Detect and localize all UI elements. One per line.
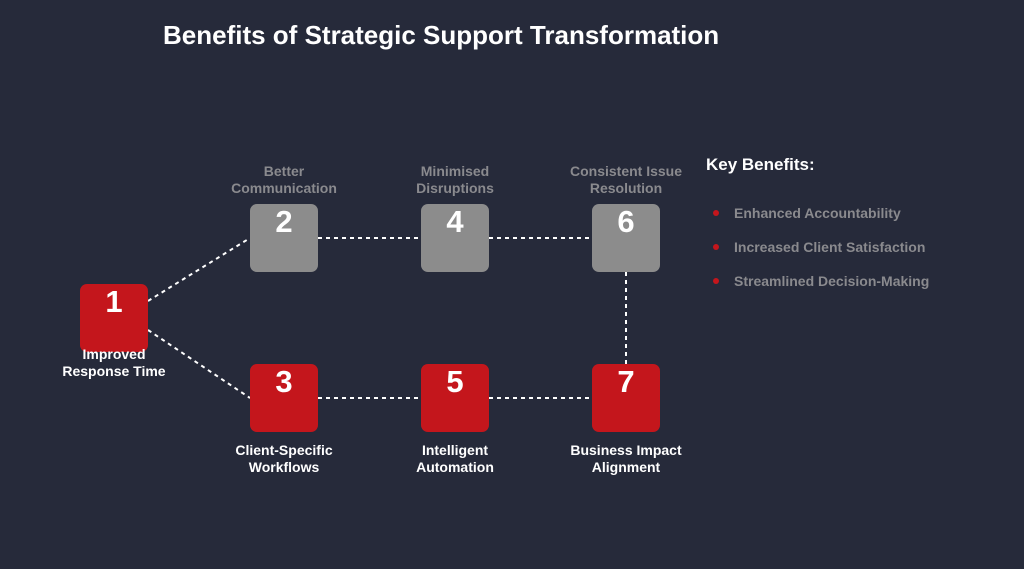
step-6-label: Consistent Issue Resolution xyxy=(541,163,711,197)
key-benefit-item: Enhanced Accountability xyxy=(713,196,929,230)
step-3-label: Client-Specific Workflows xyxy=(199,442,369,476)
key-benefits-title: Key Benefits: xyxy=(706,155,815,174)
key-benefit-item: Streamlined Decision-Making xyxy=(713,264,929,298)
step-6-number: 6 xyxy=(617,204,635,239)
step-6-label-line-2: Resolution xyxy=(589,180,663,196)
step-1-label: Improved Response Time xyxy=(29,346,199,380)
step-3-box: 3 xyxy=(250,364,318,432)
bullet-dot-icon xyxy=(713,278,719,284)
step-7-number: 7 xyxy=(617,364,635,399)
step-3-number: 3 xyxy=(275,364,293,399)
bullet-dot-icon xyxy=(713,210,719,216)
bullet-dot-icon xyxy=(713,244,719,250)
step-5-box: 5 xyxy=(421,364,489,432)
step-5-label-line-2: Automation xyxy=(416,459,494,475)
key-benefit-text: Increased Client Satisfaction xyxy=(734,239,926,255)
step-7-label-line-1: Business Impact xyxy=(570,442,682,458)
page-title: Benefits of Strategic Support Transforma… xyxy=(163,20,720,50)
step-4-label-line-2: Disruptions xyxy=(416,180,494,196)
step-2-label: Better Communication xyxy=(199,163,369,197)
step-4-label: Minimised Disruptions xyxy=(370,163,540,197)
step-7-label: Business Impact Alignment xyxy=(541,442,711,476)
step-3-label-line-2: Workflows xyxy=(248,459,320,475)
step-1-box: 1 xyxy=(80,284,148,352)
step-6-label-line-1: Consistent Issue xyxy=(569,163,683,179)
step-7-box: 7 xyxy=(592,364,660,432)
step-2-label-line-2: Communication xyxy=(231,180,337,196)
step-5-label: Intelligent Automation xyxy=(370,442,540,476)
step-3-label-line-1: Client-Specific xyxy=(235,442,333,458)
step-2-box: 2 xyxy=(250,204,318,272)
step-4-label-line-1: Minimised xyxy=(420,163,490,179)
step-1-number: 1 xyxy=(105,284,123,319)
step-1-label-line-2: Response Time xyxy=(62,363,166,379)
step-4-number: 4 xyxy=(446,204,464,239)
step-4-box: 4 xyxy=(421,204,489,272)
step-2-label-line-1: Better xyxy=(263,163,305,179)
step-5-number: 5 xyxy=(446,364,464,399)
key-benefit-text: Enhanced Accountability xyxy=(734,205,901,221)
step-6-box: 6 xyxy=(592,204,660,272)
step-7-label-line-2: Alignment xyxy=(591,459,661,475)
key-benefit-text: Streamlined Decision-Making xyxy=(734,273,930,289)
step-2-number: 2 xyxy=(275,204,293,239)
connector-1-2 xyxy=(147,237,251,302)
step-1-label-line-1: Improved xyxy=(82,346,146,362)
key-benefit-item: Increased Client Satisfaction xyxy=(713,230,929,264)
step-5-label-line-1: Intelligent xyxy=(421,442,489,458)
key-benefits-list: Enhanced Accountability Increased Client… xyxy=(713,196,929,298)
